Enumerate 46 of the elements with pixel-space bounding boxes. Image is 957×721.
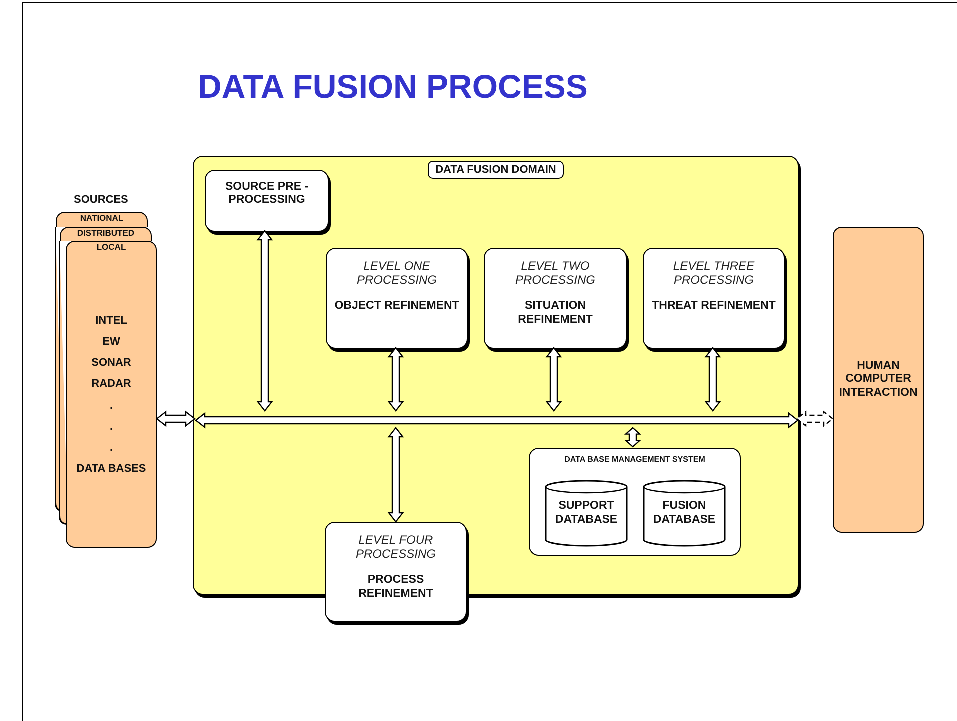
double-arrow	[388, 347, 404, 412]
process-label: SOURCE PRE - PROCESSING	[224, 181, 310, 208]
double-arrow	[796, 410, 834, 428]
process-box	[326, 248, 468, 349]
card-heading: LOCAL	[96, 243, 128, 253]
process-box	[325, 522, 467, 622]
level-label: LEVEL FOUR PROCESSING	[354, 533, 437, 562]
card-heading: NATIONAL	[80, 214, 124, 224]
domain-panel	[193, 156, 799, 595]
group-label: SOURCES	[74, 194, 128, 206]
node-label: SUPPORT DATABASE	[554, 500, 619, 527]
interaction-box	[833, 227, 924, 533]
title: DATA FUSION PROCESS	[198, 68, 588, 106]
source-card-tab	[56, 212, 148, 227]
source-card-tab	[60, 227, 152, 241]
process-label: SITUATION REFINEMENT	[517, 300, 594, 328]
double-arrow	[546, 347, 562, 412]
source-item: SONAR	[90, 357, 132, 370]
node-label: HUMAN COMPUTER INTERACTION	[838, 360, 919, 400]
source-item: .	[108, 442, 114, 456]
level-label: LEVEL TWO PROCESSING	[514, 259, 596, 288]
source-item: .	[108, 400, 114, 413]
double-arrow	[256, 230, 274, 412]
data-bus-bar	[196, 412, 798, 429]
double-arrow	[388, 427, 404, 523]
source-item: INTEL	[94, 314, 128, 328]
level-label: LEVEL THREE PROCESSING	[672, 259, 756, 288]
dbms-panel	[529, 448, 741, 556]
source-item: EW	[102, 336, 122, 350]
source-item: .	[108, 420, 114, 434]
double-arrow	[624, 427, 642, 448]
process-box	[643, 248, 785, 349]
source-item: RADAR	[90, 378, 132, 392]
domain-label: DATA FUSION DOMAIN	[428, 161, 564, 179]
level-label: LEVEL ONE PROCESSING	[356, 259, 438, 288]
node-label: FUSION DATABASE	[652, 500, 717, 527]
process-box	[484, 248, 627, 349]
process-label: THREAT REFINEMENT	[651, 300, 777, 314]
process-box	[205, 170, 329, 232]
source-item: DATA BASES	[76, 463, 146, 476]
process-label: OBJECT REFINEMENT	[334, 300, 460, 314]
process-label: PROCESS REFINEMENT	[358, 574, 434, 602]
card-heading: DISTRIBUTED	[77, 229, 135, 239]
panel-heading: DATA BASE MANAGEMENT SYSTEM	[564, 455, 706, 464]
double-arrow	[704, 347, 722, 412]
double-arrow	[156, 410, 196, 428]
